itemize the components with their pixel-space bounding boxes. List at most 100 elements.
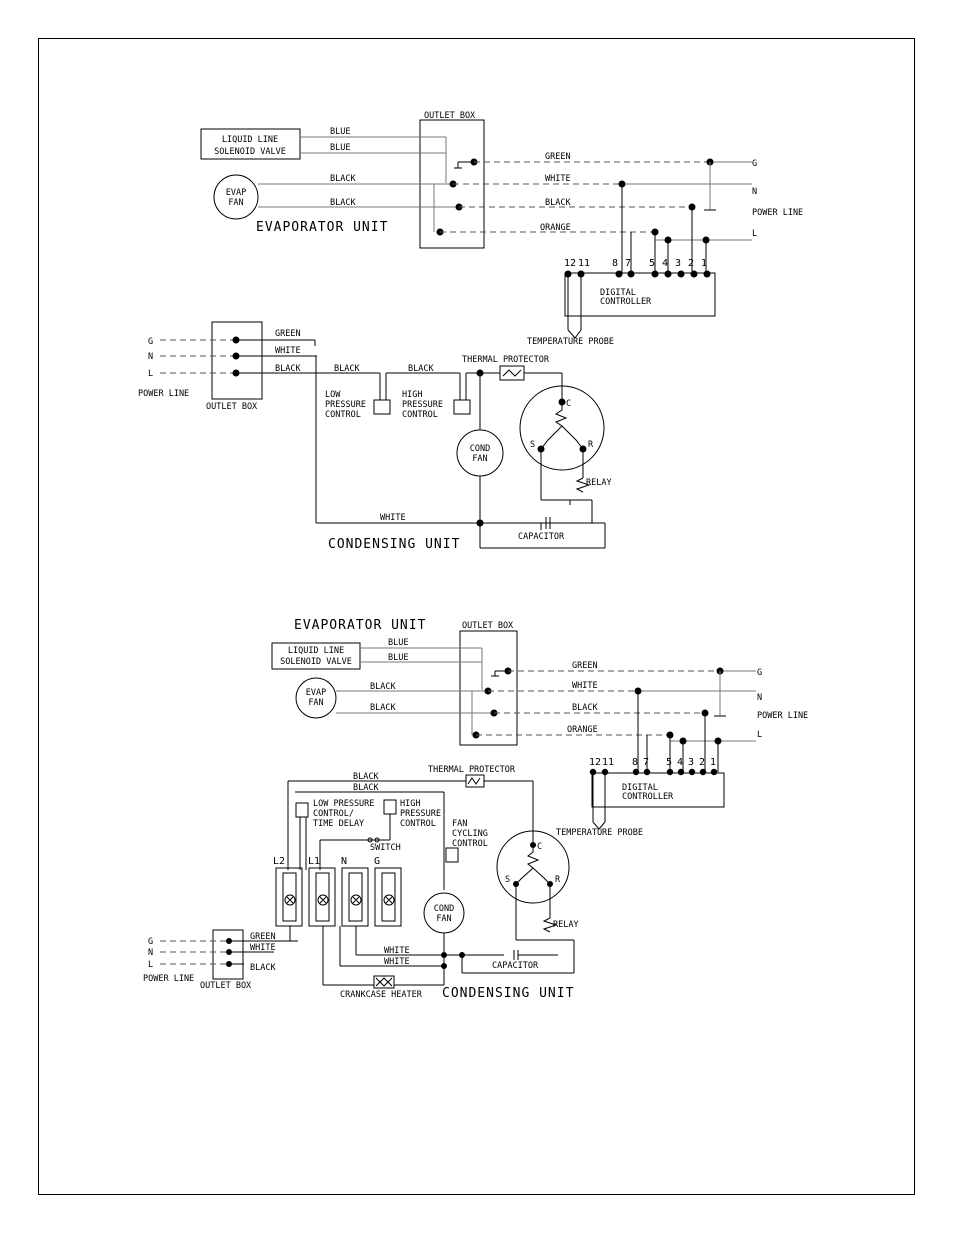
crankcase-heater-label: CRANKCASE HEATER [340, 990, 423, 1000]
label: THERMAL PROTECTOR [462, 355, 550, 365]
compressor [496, 830, 570, 904]
switch-label: SWITCH [370, 843, 401, 853]
terminal-g: G [374, 856, 380, 867]
label: COND [434, 904, 454, 914]
wire-label: GREEN [275, 329, 301, 339]
relay-label: RELAY [553, 920, 579, 930]
power-n: N [148, 948, 153, 958]
label: CYCLING [452, 829, 488, 839]
wire-label: WHITE [275, 346, 301, 356]
label: LIQUID LINE [222, 135, 278, 145]
power-g: G [148, 337, 153, 347]
compressor-r: R [555, 875, 561, 885]
wire-label: WHITE [572, 681, 598, 691]
terminal-label: 4 [677, 757, 683, 768]
evaporator-unit-label: EVAPORATOR UNIT [256, 220, 388, 235]
wire-label: WHITE [250, 943, 276, 953]
label: TIME DELAY [313, 819, 364, 829]
power-n: N [148, 352, 153, 362]
terminal-n: N [341, 856, 347, 867]
wire-label: BLUE [388, 638, 408, 648]
condensing-unit-label: CONDENSING UNIT [442, 986, 574, 1001]
terminal-label: 8 [612, 258, 618, 269]
label: CONTROLLER [600, 297, 652, 307]
terminal-label: 7 [643, 757, 649, 768]
low-pressure-control [373, 399, 391, 415]
temperature-probe-label: TEMPERATURE PROBE [527, 337, 614, 347]
label: FAN [436, 914, 451, 924]
wire-label: BLACK [370, 703, 396, 713]
label: SOLENOID VALVE [214, 147, 286, 157]
wire-label: BLACK [334, 364, 360, 374]
terminal-label: 7 [625, 258, 631, 269]
label: LOW [325, 390, 341, 400]
label: OUTLET BOX [424, 111, 476, 121]
wire-label: BLACK [330, 174, 356, 184]
terminal-label: 3 [688, 757, 694, 768]
wire-label: GREEN [250, 932, 276, 942]
label: CONTROL/ [313, 809, 354, 819]
wire-label: WHITE [384, 946, 410, 956]
page-border [38, 38, 915, 1195]
bottom-diagram: EVAPORATOR UNIT OUTLET BOX LIQUID LINE S… [143, 618, 808, 1001]
power-n: N [757, 693, 762, 703]
label: HIGH [400, 799, 420, 809]
compressor-c: C [537, 842, 542, 852]
wire-label: BLUE [330, 127, 350, 137]
high-pressure-control [383, 799, 397, 815]
label: COND [470, 444, 490, 454]
label: CONTROLLER [622, 792, 674, 802]
label: THERMAL PROTECTOR [428, 765, 516, 775]
power-l: L [752, 229, 757, 239]
temperature-probe-label: TEMPERATURE PROBE [556, 828, 643, 838]
high-pressure-control [453, 399, 471, 415]
label: SOLENOID VALVE [280, 657, 352, 667]
terminal-label: 1 [710, 757, 716, 768]
power-line-label: POWER LINE [752, 208, 803, 218]
label: OUTLET BOX [206, 402, 258, 412]
label: DIGITAL [622, 783, 658, 793]
wire-label: BLACK [353, 783, 379, 793]
controller-terminals: 12 11 8 7 5 4 3 2 1 [564, 258, 707, 269]
label: PRESSURE [402, 400, 443, 410]
label: FAN [472, 454, 487, 464]
label: EVAP [306, 688, 326, 698]
terminal-label: 8 [632, 757, 638, 768]
liquid-line-solenoid-valve [271, 642, 361, 670]
terminal-label: 11 [578, 258, 590, 269]
wire-label: BLUE [388, 653, 408, 663]
power-line-label: POWER LINE [138, 389, 189, 399]
terminal-label: 2 [688, 258, 694, 269]
label: OUTLET BOX [462, 621, 514, 631]
wire-label: WHITE [380, 513, 406, 523]
compressor-s: S [530, 440, 535, 450]
power-l: L [757, 730, 762, 740]
wire-label: GREEN [545, 152, 571, 162]
outlet-box-2 [212, 929, 244, 980]
relay-label: RELAY [586, 478, 612, 488]
label: FAN [452, 819, 467, 829]
wire-label: BLACK [545, 198, 571, 208]
terminal-label: 5 [666, 757, 672, 768]
thermal-protector [465, 774, 485, 788]
wire-label: GREEN [572, 661, 598, 671]
wire-label: BLACK [250, 963, 276, 973]
wire-label: WHITE [384, 957, 410, 967]
compressor-c: C [566, 399, 571, 409]
power-g: G [752, 159, 757, 169]
evap-fan [295, 677, 337, 719]
capacitor-label: CAPACITOR [518, 532, 565, 542]
label: EVAP [226, 188, 246, 198]
terminal-label: 12 [589, 757, 601, 768]
condensing-unit-label: CONDENSING UNIT [328, 537, 460, 552]
power-g: G [148, 937, 153, 947]
terminal-l2: L2 [273, 856, 285, 867]
wire-label: BLACK [370, 682, 396, 692]
label: CONTROL [452, 839, 488, 849]
wire-label: BLUE [330, 143, 350, 153]
terminal-label: 1 [701, 258, 707, 269]
label: FAN [308, 698, 323, 708]
label: OUTLET BOX [200, 981, 252, 991]
capacitor-label: CAPACITOR [492, 961, 539, 971]
